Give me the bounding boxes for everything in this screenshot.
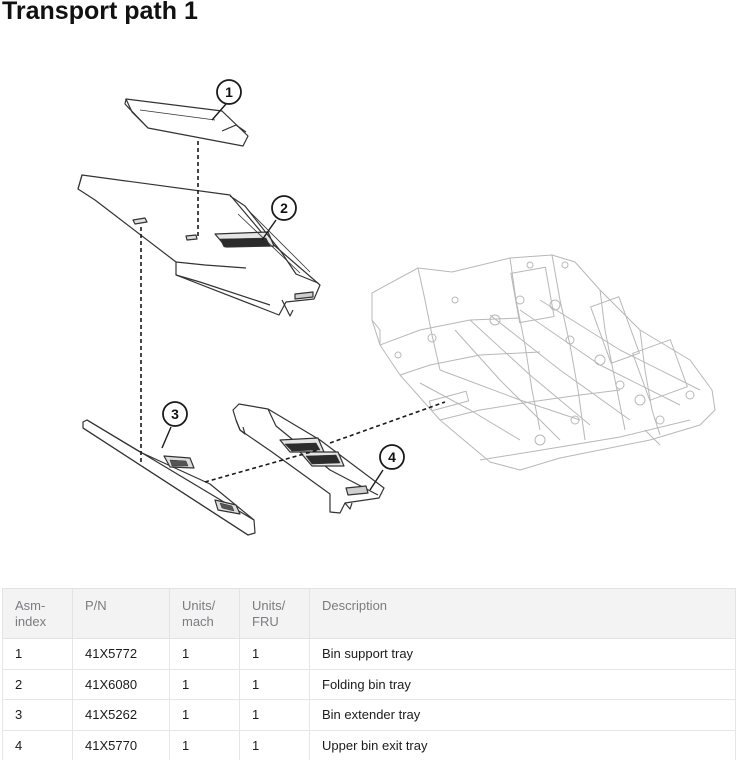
cell-units-fru: 1 [239, 729, 310, 760]
machine-frame-illustration [371, 254, 716, 471]
cell-asm-index: 3 [2, 699, 73, 731]
exploded-view-illustration: 1 2 3 4 [77, 79, 716, 536]
cell-units-fru: 1 [239, 699, 310, 731]
upper-bin-exit-tray-part [232, 403, 385, 514]
cell-units-fru: 1 [239, 668, 310, 700]
cell-units-mach: 1 [169, 729, 240, 760]
cell-units-mach: 1 [169, 668, 240, 700]
bin-support-tray-part [124, 98, 249, 147]
callout-2-circle [271, 195, 297, 221]
table-header-row: Asm- index P/N Units/ mach Units/ FRU De… [2, 588, 736, 639]
parts-table: Asm- index P/N Units/ mach Units/ FRU De… [2, 588, 736, 760]
cell-asm-index: 1 [2, 638, 73, 670]
page-title: Transport path 1 [2, 0, 198, 25]
callout-1-circle [216, 79, 242, 105]
cell-asm-index: 4 [2, 729, 73, 760]
cell-pn: 41X5262 [72, 699, 170, 731]
cell-description: Upper bin exit tray [309, 729, 736, 760]
exploded-view-figure: 1 2 3 4 [0, 60, 737, 580]
cell-description: Bin support tray [309, 638, 736, 670]
callout-2-label: 2 [280, 200, 288, 216]
cell-units-mach: 1 [169, 638, 240, 670]
table-row: 4 41X5770 1 1 Upper bin exit tray [2, 729, 736, 760]
callout-1-label: 1 [225, 84, 233, 100]
cell-description: Bin extender tray [309, 699, 736, 731]
cell-description: Folding bin tray [309, 668, 736, 700]
table-row: 3 41X5262 1 1 Bin extender tray [2, 699, 736, 731]
callout-3-label: 3 [171, 406, 179, 422]
folding-bin-tray-part [77, 174, 321, 317]
cell-units-mach: 1 [169, 699, 240, 731]
table-row: 2 41X6080 1 1 Folding bin tray [2, 668, 736, 700]
table-row: 1 41X5772 1 1 Bin support tray [2, 638, 736, 670]
cell-pn: 41X5772 [72, 638, 170, 670]
callout-leaders [161, 103, 384, 491]
header-asm-index: Asm- index [2, 588, 73, 639]
cell-pn: 41X5770 [72, 729, 170, 760]
cell-units-fru: 1 [239, 638, 310, 670]
header-description: Description [309, 588, 736, 639]
assembly-leader-lines [140, 141, 446, 483]
bin-extender-tray-part [82, 419, 256, 536]
cell-asm-index: 2 [2, 668, 73, 700]
callout-4-circle [379, 444, 405, 470]
callout-4-label: 4 [388, 449, 396, 465]
header-units-fru: Units/ FRU [239, 588, 310, 639]
header-units-mach: Units/ mach [169, 588, 240, 639]
callout-3-circle [162, 401, 188, 427]
cell-pn: 41X6080 [72, 668, 170, 700]
header-pn: P/N [72, 588, 170, 639]
